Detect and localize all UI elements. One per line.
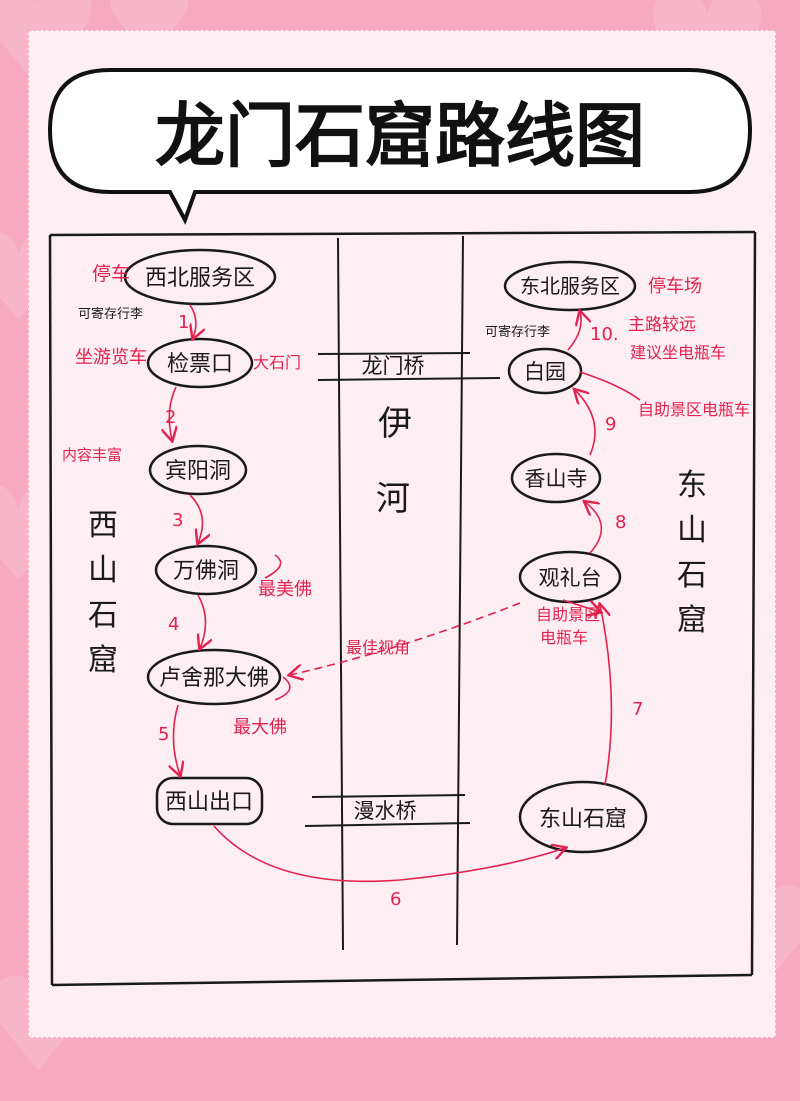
node-binyang-cave: 宾阳洞 [148, 444, 248, 496]
svg-text:4: 4 [168, 614, 179, 635]
note-west-luggage: 可寄存行李 [78, 306, 143, 322]
note-east-parking: 停车场 [648, 276, 702, 297]
svg-text:窟: 窟 [88, 643, 118, 678]
svg-text:5: 5 [158, 724, 169, 745]
svg-text:山: 山 [88, 553, 118, 588]
note-west-gate: 大石门 [253, 353, 301, 372]
note-biggest-buddha: 最大佛 [233, 717, 287, 738]
river-yi [337, 235, 464, 951]
svg-text:东山石窟: 东山石窟 [539, 807, 627, 832]
note-east-cart-line1: 自助景区 [536, 605, 600, 624]
title-bubble: 龙门石窟路线图 [47, 68, 753, 225]
node-lushena-buddha: 卢舍那大佛 [146, 648, 282, 706]
svg-text:西北服务区: 西北服务区 [145, 266, 255, 291]
svg-text:3: 3 [172, 510, 183, 531]
node-viewing-platform: 观礼台 [518, 550, 622, 604]
node-bai-garden: 白园 [507, 347, 583, 395]
page-title: 龙门石窟路线图 [155, 95, 645, 177]
svg-text:西山出口: 西山出口 [165, 790, 253, 815]
note-east-luggage: 可寄存行李 [485, 324, 550, 340]
note-west-rich-content: 内容丰富 [62, 446, 122, 464]
svg-text:7: 7 [632, 699, 643, 720]
bridge-longmen: 龙门桥 [317, 352, 501, 381]
node-northwest-service-area: 西北服务区 [123, 248, 277, 306]
svg-text:东: 东 [677, 468, 707, 503]
node-wanfo-cave: 万佛洞 [154, 544, 258, 596]
svg-text:2: 2 [165, 407, 176, 428]
note-west-parking: 停车 [92, 263, 130, 285]
note-best-view: 最佳视角 [346, 638, 410, 657]
svg-text:6: 6 [390, 889, 401, 910]
svg-text:10.: 10. [590, 324, 619, 345]
svg-text:8: 8 [615, 512, 626, 533]
node-ticket-gate: 检票口 [146, 337, 254, 389]
svg-text:石: 石 [677, 558, 707, 593]
svg-text:石: 石 [88, 598, 118, 633]
annotations: 停车 可寄存行李 坐游览车 大石门 内容丰富 最美佛 最大佛 最佳视角 可寄存行… [62, 263, 750, 738]
svg-text:窟: 窟 [677, 603, 707, 638]
svg-text:香山寺: 香山寺 [525, 467, 588, 491]
svg-text:卢舍那大佛: 卢舍那大佛 [159, 666, 269, 691]
node-xiangshan-temple: 香山寺 [510, 452, 602, 504]
note-most-beautiful: 最美佛 [258, 579, 312, 600]
node-northeast-service-area: 东北服务区 [503, 260, 637, 312]
map-frame [48, 230, 757, 987]
svg-text:万佛洞: 万佛洞 [173, 559, 239, 584]
node-east-hills-caves: 东山石窟 [518, 780, 648, 854]
note-east-suggest: 建议坐电瓶车 [630, 343, 726, 362]
svg-text:山: 山 [677, 513, 707, 548]
svg-text:宾阳洞: 宾阳洞 [165, 459, 231, 484]
river-name-bottom: 河 [376, 479, 410, 519]
svg-text:东北服务区: 东北服务区 [520, 274, 620, 298]
east-hills-label: 东 山 石 窟 [677, 468, 707, 638]
west-step-numbers: 1 2 3 4 5 6 [158, 312, 401, 910]
note-east-cart-line2: 电瓶车 [540, 628, 588, 647]
river-name-top: 伊 [378, 404, 412, 444]
svg-text:9: 9 [605, 414, 616, 435]
note-west-shuttle: 坐游览车 [75, 347, 147, 368]
east-route-arrows [264, 312, 641, 786]
bridge-longmen-label: 龙门桥 [362, 354, 425, 378]
note-east-far: 主路较远 [628, 315, 696, 335]
node-west-exit: 西山出口 [155, 776, 264, 826]
bridge-manshui-label: 漫水桥 [354, 799, 417, 823]
bridge-manshui: 漫水桥 [304, 794, 471, 827]
west-route-arrows [169, 304, 565, 883]
west-hills-label: 西 山 石 窟 [88, 508, 118, 678]
svg-text:西: 西 [88, 508, 118, 543]
paper-sheet [28, 30, 776, 1038]
route-diagram: 龙门石窟路线图 伊 河 龙门桥 漫水桥 西 山 [47, 68, 757, 987]
svg-text:白园: 白园 [524, 360, 566, 384]
svg-text:检票口: 检票口 [167, 352, 233, 377]
svg-text:观礼台: 观礼台 [539, 566, 602, 590]
note-east-scenic-cart: 自助景区电瓶车 [638, 400, 750, 419]
svg-text:1: 1 [178, 312, 189, 333]
east-step-numbers: 10. 9 8 7 [590, 324, 643, 720]
